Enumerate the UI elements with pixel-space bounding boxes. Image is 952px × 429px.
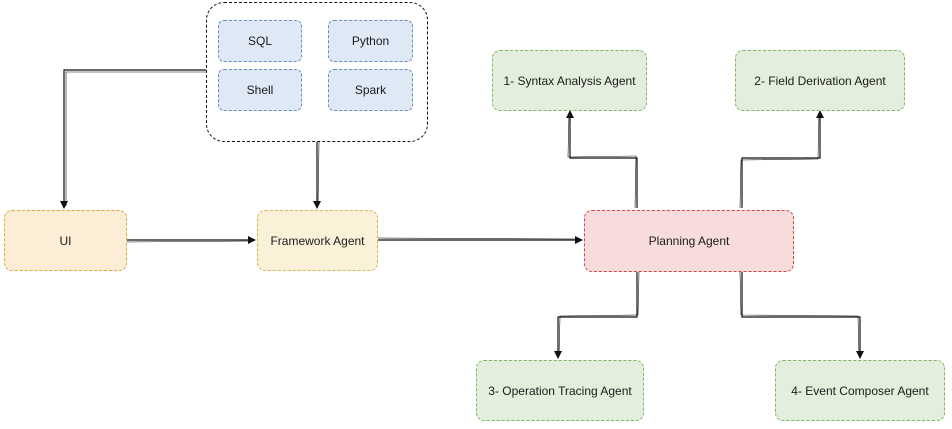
python-label: Python — [351, 34, 390, 48]
field-derivation-agent-node[interactable]: 2- Field Derivation Agent — [735, 50, 905, 111]
ui-node[interactable]: UI — [4, 210, 127, 271]
event-composer-agent-label: 4- Event Composer Agent — [791, 383, 929, 398]
planning-agent-node[interactable]: Planning Agent — [584, 210, 794, 272]
spark-node[interactable]: Spark — [328, 69, 413, 111]
languages-group — [206, 2, 428, 142]
shell-label: Shell — [246, 83, 274, 97]
syntax-analysis-agent-node[interactable]: 1- Syntax Analysis Agent — [492, 50, 647, 111]
sql-label: SQL — [247, 34, 272, 48]
shell-node[interactable]: Shell — [218, 69, 302, 111]
framework-agent-node[interactable]: Framework Agent — [257, 210, 378, 271]
event-composer-agent-node[interactable]: 4- Event Composer Agent — [775, 360, 945, 421]
planning-agent-label: Planning Agent — [648, 234, 730, 248]
framework-agent-label: Framework Agent — [270, 233, 365, 248]
edge-planning-to-field — [741, 110, 824, 208]
edge-planning-to-operation — [554, 272, 638, 359]
sql-node[interactable]: SQL — [218, 20, 302, 62]
ui-label: UI — [59, 233, 72, 248]
operation-tracing-agent-node[interactable]: 3- Operation Tracing Agent — [476, 360, 644, 421]
edge-planning-to-event — [741, 272, 864, 359]
edge-planning-to-syntax — [566, 110, 638, 208]
operation-tracing-agent-label: 3- Operation Tracing Agent — [488, 383, 632, 398]
python-node[interactable]: Python — [328, 20, 413, 62]
spark-label: Spark — [354, 83, 387, 97]
syntax-analysis-agent-label: 1- Syntax Analysis Agent — [503, 73, 636, 88]
field-derivation-agent-label: 2- Field Derivation Agent — [754, 73, 886, 88]
edge-languages-to-ui — [60, 69, 206, 209]
